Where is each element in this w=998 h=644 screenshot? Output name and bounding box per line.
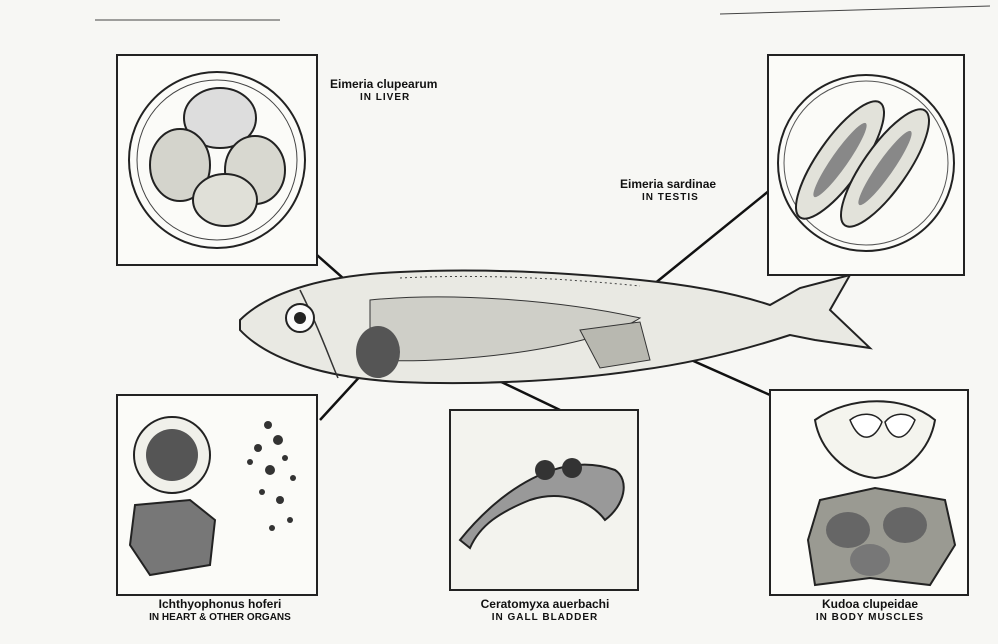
species-name: Eimeria sardinae [620, 178, 770, 192]
heart-organ [356, 326, 400, 378]
label-kudoa: Kudoa clupeidae IN BODY MUSCLES [760, 598, 980, 623]
polar-capsule-1 [535, 460, 555, 480]
tissue-cyst [130, 500, 215, 575]
label-ichthyophonus: Ichthyophonus hoferi IN HEART & OTHER OR… [100, 598, 340, 623]
herring-fish [240, 270, 870, 383]
site-name: IN LIVER [330, 92, 500, 104]
oocyst-cell-4 [193, 174, 257, 226]
panel-liver [117, 55, 317, 265]
top-rule-right [720, 6, 990, 14]
polar-capsule-2 [562, 458, 582, 478]
site-name: IN BODY MUSCLES [760, 612, 980, 624]
panel-heart [117, 395, 317, 595]
species-name: Eimeria clupearum [330, 78, 500, 92]
label-eimeria-sardinae: Eimeria sardinae IN TESTIS [620, 178, 770, 203]
fish-pupil [294, 312, 306, 324]
species-name: Ichthyophonus hoferi [100, 598, 340, 612]
species-name: Kudoa clupeidae [760, 598, 980, 612]
species-name: Ceratomyxa auerbachi [440, 598, 650, 612]
panel-gall-bladder [450, 410, 638, 590]
panel-muscles [770, 390, 968, 595]
label-eimeria-clupearum: Eimeria clupearum IN LIVER [330, 78, 500, 103]
label-ceratomyxa: Ceratomyxa auerbachi IN GALL BLADDER [440, 598, 650, 623]
site-name: IN HEART & OTHER ORGANS [100, 612, 340, 624]
site-name: IN TESTIS [620, 192, 770, 204]
panel-testis [768, 55, 964, 275]
spherical-body-core [146, 429, 198, 481]
site-name: IN GALL BLADDER [440, 612, 650, 624]
